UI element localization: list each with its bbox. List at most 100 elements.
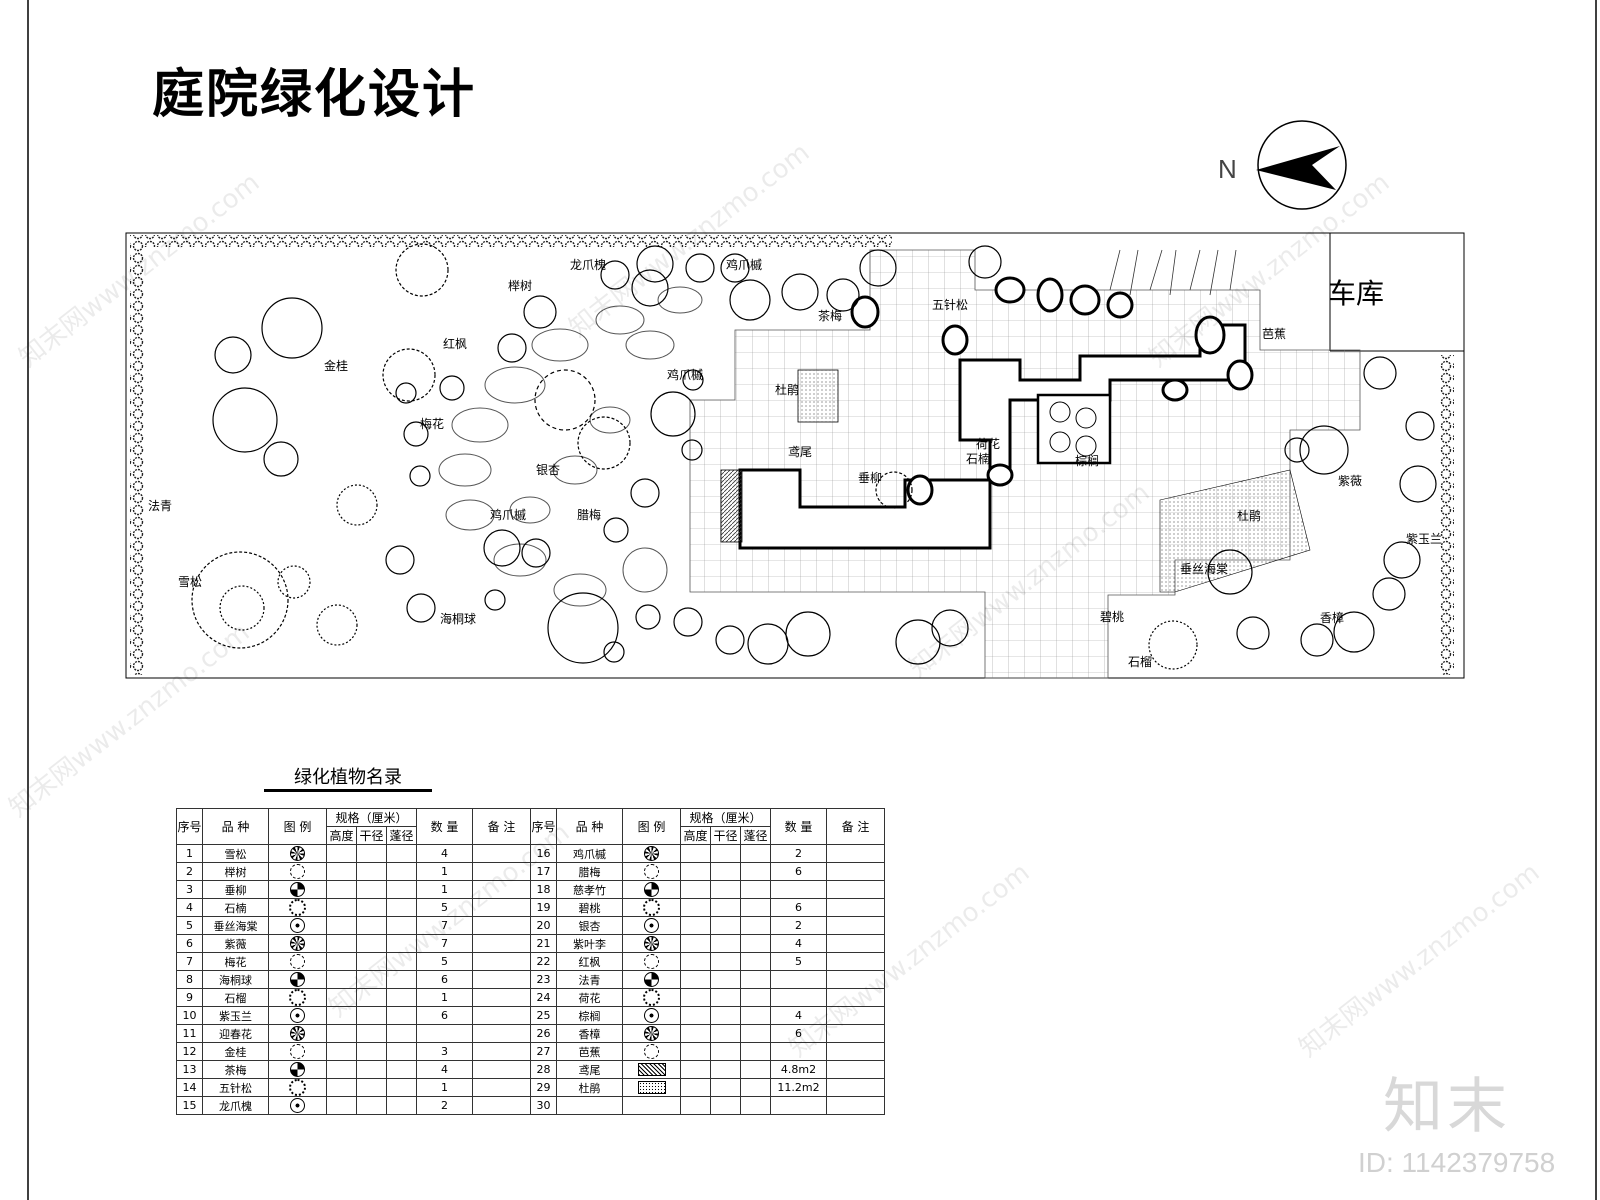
cell-species: 杜鹃 (556, 1078, 623, 1097)
cell-crown (386, 1006, 417, 1025)
cell-trunk (356, 1060, 387, 1079)
cell-species: 法青 (556, 970, 623, 989)
cell-species: 红枫 (556, 952, 623, 971)
cell-crown (740, 862, 771, 881)
cell-symbol (268, 1078, 327, 1097)
cell-note (472, 934, 531, 953)
plant-symbol-icon (643, 899, 660, 916)
header-qty: 数 量 (416, 808, 473, 845)
plant-label: 红枫 (443, 336, 467, 351)
cell-crown (386, 1024, 417, 1043)
plant-label: 法青 (148, 499, 172, 513)
cell-height (326, 934, 357, 953)
plant-label: 棕榈 (1075, 453, 1099, 468)
cell-trunk (710, 862, 741, 881)
plant-label: 杜鹃 (1237, 508, 1261, 523)
cell-height (326, 1042, 357, 1061)
cell-height (680, 1006, 711, 1025)
cell-species: 榉树 (202, 862, 269, 881)
legend-underline (264, 789, 432, 792)
plant-label: 梅花 (420, 416, 444, 431)
cell-note (472, 970, 531, 989)
cell-crown (386, 988, 417, 1007)
cell-no: 14 (176, 1078, 203, 1097)
cell-no: 29 (530, 1078, 557, 1097)
cell-height (680, 988, 711, 1007)
cell-trunk (710, 1060, 741, 1079)
plant-label: 石楠 (966, 451, 990, 466)
cell-height (680, 1024, 711, 1043)
header-no: 序号 (530, 808, 557, 845)
cell-crown (740, 988, 771, 1007)
cell-note (472, 916, 531, 935)
plant-label: 雪松 (178, 575, 202, 589)
cell-no: 30 (530, 1096, 557, 1115)
cell-height (680, 916, 711, 935)
cell-symbol (268, 1024, 327, 1043)
cell-note (826, 844, 885, 863)
plant-symbol-icon (637, 1081, 666, 1095)
cell-no: 25 (530, 1006, 557, 1025)
cell-species (556, 1096, 623, 1115)
legend-title: 绿化植物名录 (294, 767, 402, 788)
cell-trunk (356, 916, 387, 935)
cell-qty (770, 880, 827, 899)
cell-no: 6 (176, 934, 203, 953)
cell-no: 9 (176, 988, 203, 1007)
plant-symbol-icon (290, 936, 305, 951)
cell-note (826, 1042, 885, 1061)
cell-trunk (356, 1024, 387, 1043)
cell-note (472, 988, 531, 1007)
cell-trunk (356, 1042, 387, 1061)
cell-note (826, 916, 885, 935)
cell-species: 腊梅 (556, 862, 623, 881)
cell-height (326, 916, 357, 935)
cell-no: 7 (176, 952, 203, 971)
cell-height (680, 880, 711, 899)
cell-species: 垂丝海棠 (202, 916, 269, 935)
cell-height (326, 898, 357, 917)
cell-no: 12 (176, 1042, 203, 1061)
cell-species: 慈孝竹 (556, 880, 623, 899)
cell-height (326, 1024, 357, 1043)
cell-crown (740, 1078, 771, 1097)
cell-qty: 6 (416, 970, 473, 989)
cell-qty: 4 (770, 934, 827, 953)
cell-species: 海桐球 (202, 970, 269, 989)
cell-trunk (710, 1024, 741, 1043)
cell-note (826, 1096, 885, 1115)
cell-symbol (622, 1060, 681, 1079)
cell-crown (386, 844, 417, 863)
cell-species: 五针松 (202, 1078, 269, 1097)
cell-trunk (356, 880, 387, 899)
plant-label: 垂丝海棠 (1180, 561, 1228, 576)
cell-species: 银杏 (556, 916, 623, 935)
header-no: 序号 (176, 808, 203, 845)
plant-symbol-icon (289, 899, 306, 916)
header-spec: 规格（厘米） (326, 808, 417, 827)
cell-note (472, 1042, 531, 1061)
cell-note (826, 862, 885, 881)
cell-qty: 1 (416, 988, 473, 1007)
cell-height (680, 862, 711, 881)
cell-species: 碧桃 (556, 898, 623, 917)
cell-height (680, 934, 711, 953)
plant-label: 茶梅 (818, 308, 842, 323)
cell-species: 香樟 (556, 1024, 623, 1043)
cell-symbol (622, 934, 681, 953)
plant-symbol-icon (644, 972, 659, 987)
cell-crown (740, 1060, 771, 1079)
cell-crown (740, 898, 771, 917)
garage-label: 车库 (1328, 277, 1384, 310)
cell-qty: 4 (416, 844, 473, 863)
plant-label: 银杏 (536, 463, 560, 477)
cell-crown (740, 1024, 771, 1043)
asset-id: ID: 1142379758 (1358, 1147, 1556, 1178)
cell-height (326, 844, 357, 863)
cell-qty: 4 (416, 1060, 473, 1079)
header-crown: 蓬径 (386, 826, 417, 845)
cell-symbol (622, 1006, 681, 1025)
